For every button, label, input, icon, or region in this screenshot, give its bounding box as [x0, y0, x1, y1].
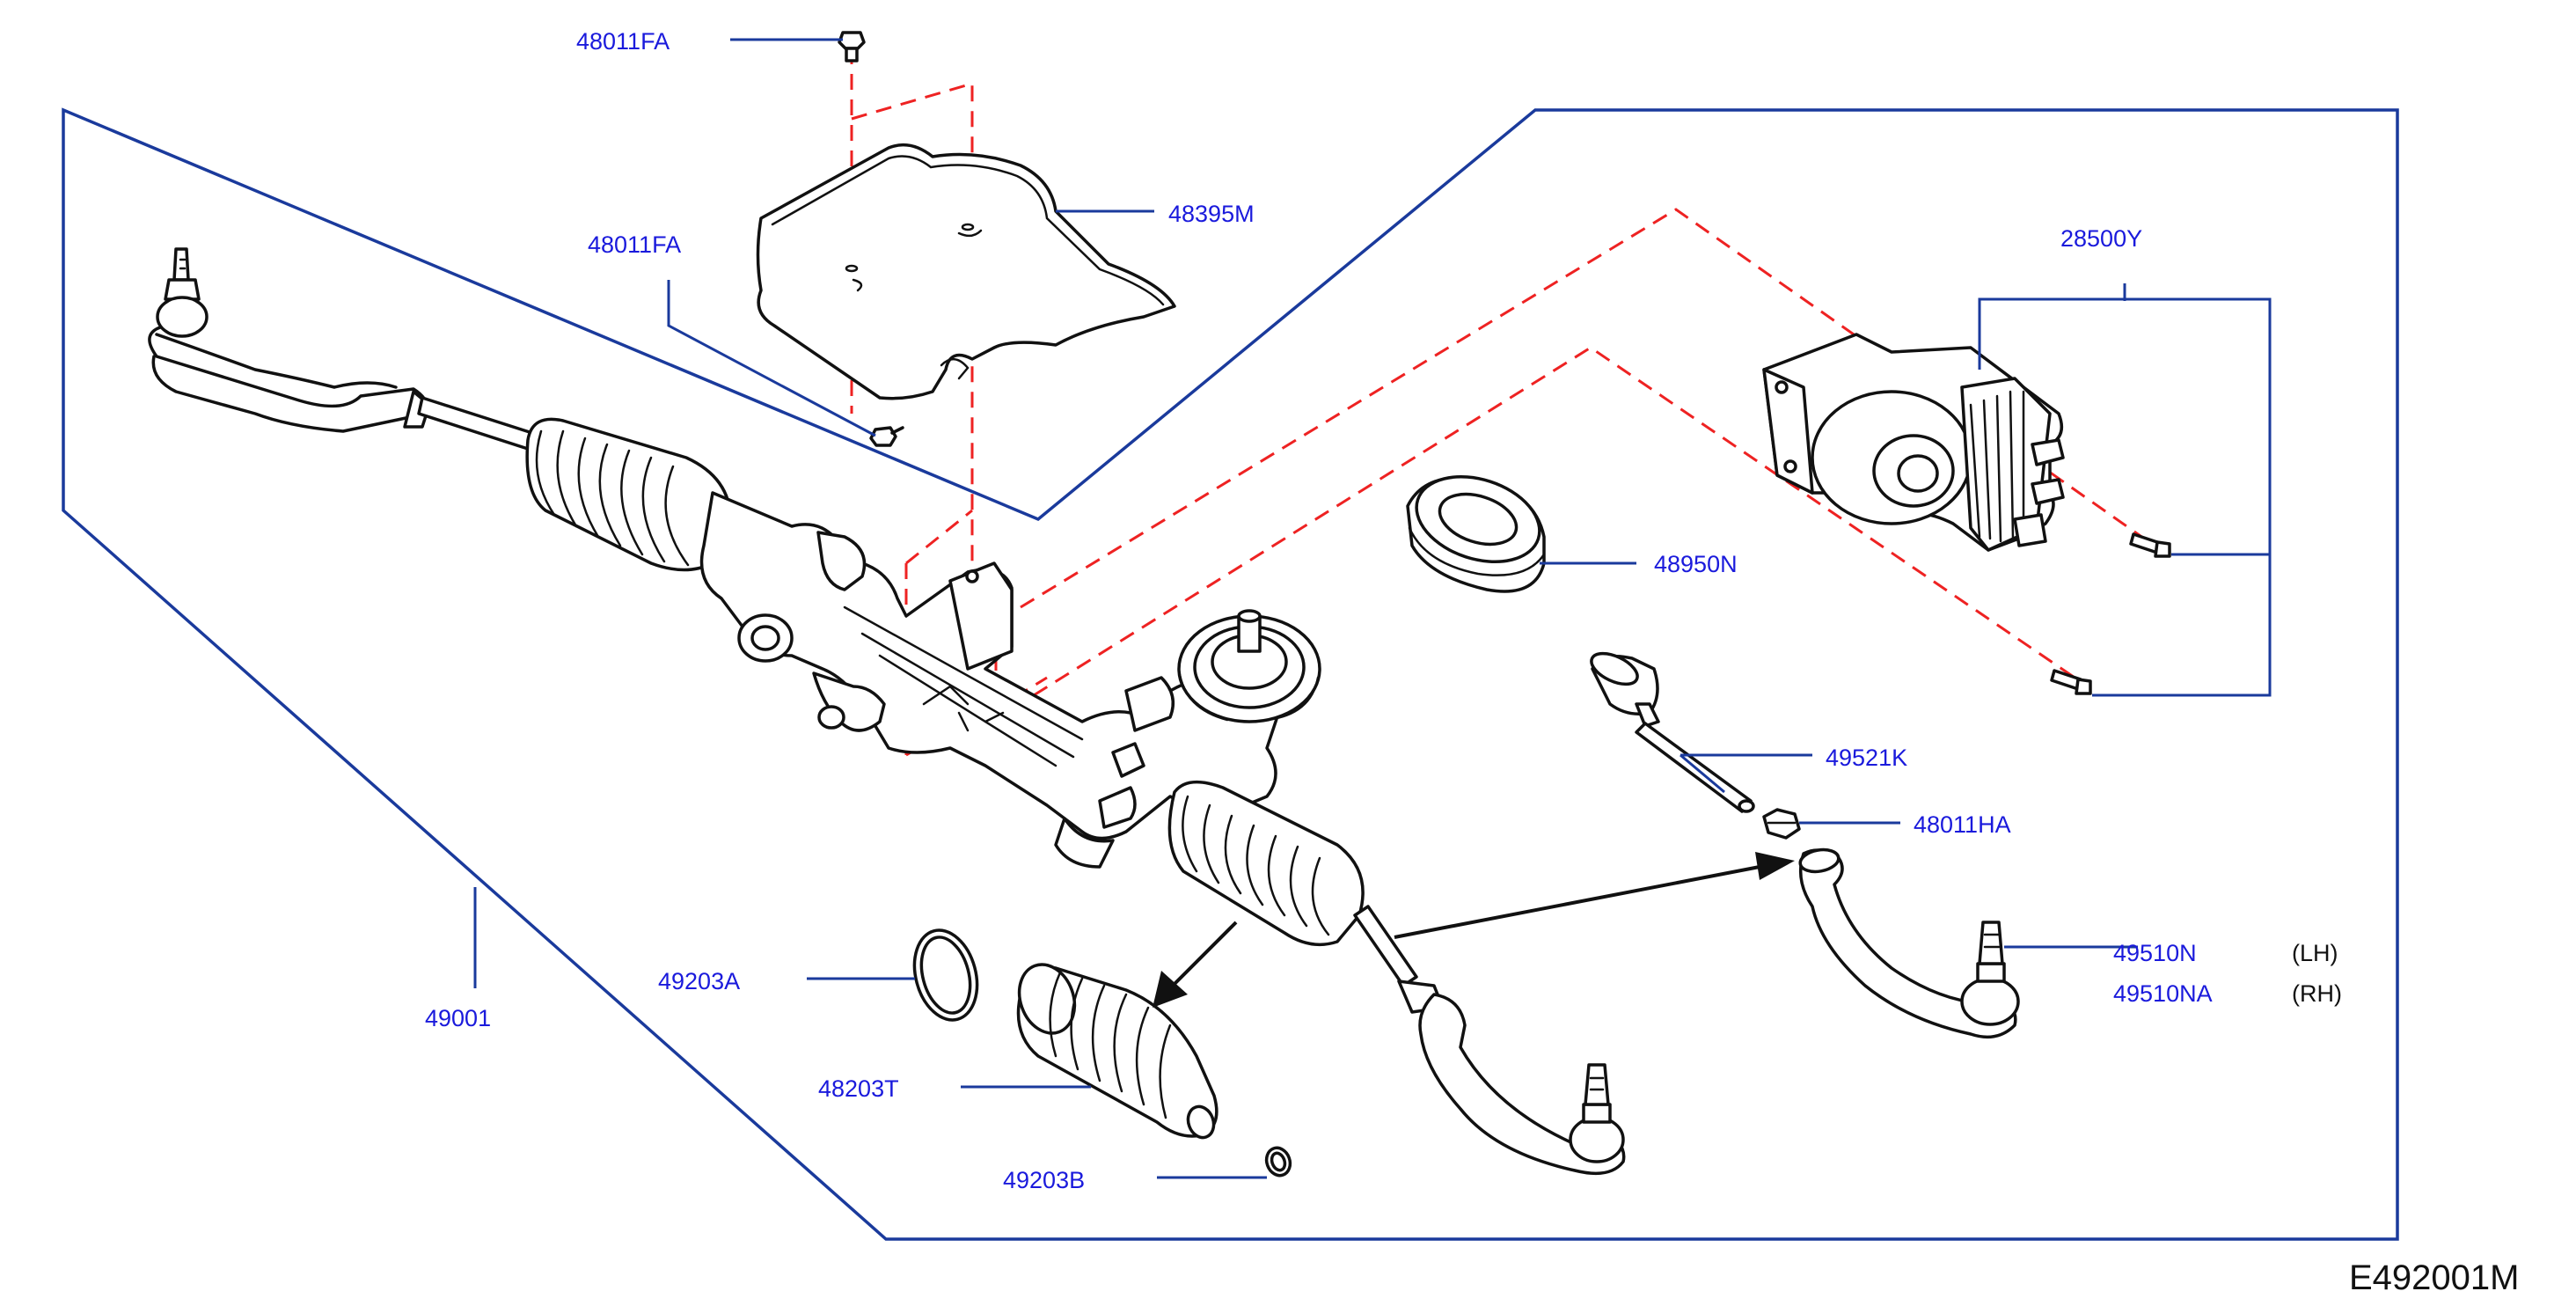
callout-motor-assembly: 28500Y — [2060, 225, 2142, 252]
callout-bolt-mid: 48011FA — [588, 231, 681, 258]
rack-housing-illustration — [699, 491, 1286, 869]
clamp-b-illustration — [1264, 1146, 1292, 1178]
rack-boot-right-illustration — [1167, 780, 1365, 947]
callout-tie-rod-end-lh: 49510N — [2113, 940, 2197, 966]
callout-tie-rod-end-lh-side: (LH) — [2292, 940, 2338, 966]
explode-arrows — [1153, 852, 1795, 1008]
inner-socket-illustration — [1590, 651, 1755, 813]
lock-nut-illustration — [1762, 808, 1801, 840]
grommet-illustration — [1406, 475, 1546, 593]
callout-gear-assembly: 49001 — [425, 1005, 491, 1031]
bolt-top-illustration — [838, 31, 866, 62]
motor-assembly-illustration — [1762, 333, 2065, 552]
heat-shield-illustration — [756, 143, 1176, 400]
rack-boot-left-illustration — [525, 417, 733, 572]
motor-bolts-illustration — [2050, 532, 2171, 695]
callout-lock-nut: 48011HA — [1914, 811, 2011, 838]
callout-grommet: 48950N — [1654, 551, 1738, 577]
callout-tie-rod-end-rh-side: (RH) — [2292, 980, 2342, 1007]
callout-boot: 48203T — [818, 1075, 899, 1102]
tie-rod-right-illustration — [1353, 905, 1626, 1176]
bolt-mid-illustration — [869, 426, 904, 447]
callout-heat-shield: 48395M — [1168, 201, 1255, 227]
figure-code: E492001M — [2349, 1258, 2519, 1297]
callout-clamp-a: 49203A — [658, 968, 740, 994]
pinion-valve-illustration — [1177, 609, 1321, 723]
tie-rod-end-illustration — [1798, 847, 2020, 1039]
tie-rod-left-illustration — [148, 247, 534, 451]
assembly-frame — [62, 107, 2399, 1241]
leader-lines — [473, 38, 2272, 1179]
clamp-a-illustration — [912, 928, 979, 1022]
callout-bolt-top: 48011FA — [576, 28, 670, 55]
callout-clamp-b: 49203B — [1003, 1167, 1085, 1193]
callout-tie-rod-end-rh: 49510NA — [2113, 980, 2213, 1007]
callout-inner-socket: 49521K — [1826, 745, 1907, 771]
boot-illustration — [1016, 963, 1218, 1140]
